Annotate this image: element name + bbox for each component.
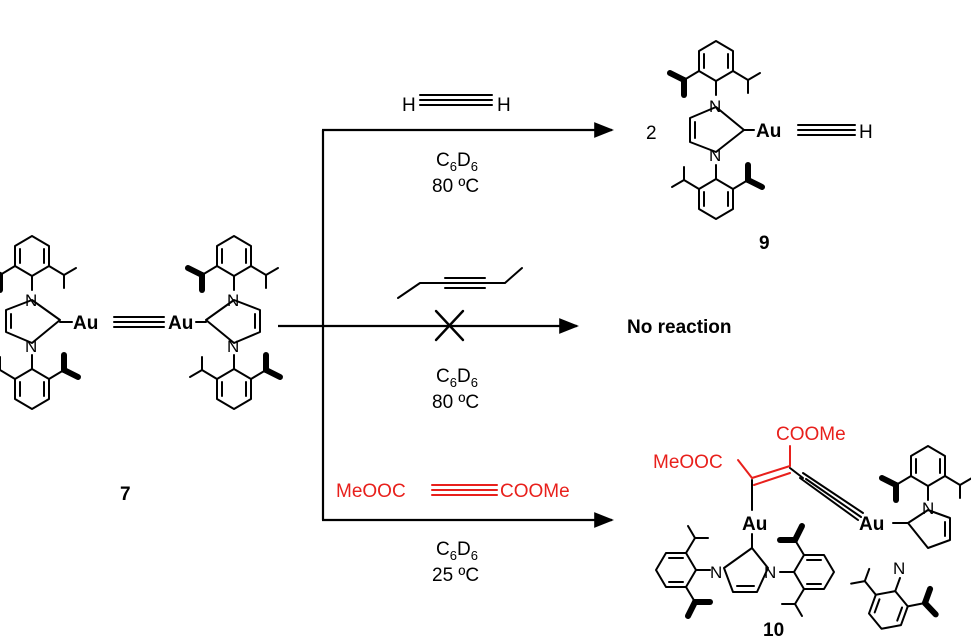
n-atom-label: N xyxy=(227,291,239,310)
temperature-label: 80 ºC xyxy=(432,176,479,197)
n-atom-label: N xyxy=(710,563,722,582)
compound-10: MeOOC COOMe Au Au N N N N xyxy=(653,424,971,640)
compound-number-9: 9 xyxy=(759,233,770,254)
temperature-label: 25 ºC xyxy=(432,565,479,586)
n-atom-label: N xyxy=(709,97,721,116)
solvent-label: C6D6 xyxy=(436,539,478,563)
n-atom-label: N xyxy=(25,337,37,356)
product-ester-top: COOMe xyxy=(776,424,846,445)
bottom-reagent-dmad: MeOOC COOMe xyxy=(336,481,570,502)
au-atom-label: Au xyxy=(73,313,98,334)
compound-number-10: 10 xyxy=(763,620,784,640)
temperature-label: 80 ºC xyxy=(432,392,479,413)
n-atom-label: N xyxy=(764,563,776,582)
reagent-h-right: H xyxy=(497,95,511,116)
n-atom-label: N xyxy=(922,499,934,518)
reagent-h-left: H xyxy=(402,95,416,116)
product-ester-left: MeOOC xyxy=(653,452,723,473)
au-atom-label: Au xyxy=(756,121,781,142)
stoichiometric-coefficient: 2 xyxy=(646,123,657,144)
top-reagent-acetylene: H H xyxy=(402,94,511,116)
reagent-ester-left: MeOOC xyxy=(336,481,406,502)
no-reaction-label: No reaction xyxy=(627,317,732,338)
au-atom-label: Au xyxy=(742,514,767,535)
bottom-conditions: C6D6 25 ºC xyxy=(432,539,479,586)
terminal-h: H xyxy=(859,122,873,143)
compound-number-7: 7 xyxy=(120,484,131,505)
reagent-ester-right: COOMe xyxy=(500,481,570,502)
middle-reagent-hexyne xyxy=(397,267,523,299)
solvent-label: C6D6 xyxy=(436,366,478,390)
n-atom-label: N xyxy=(25,291,37,310)
n-atom-label: N xyxy=(893,559,905,578)
compound-9: 2 N N Au H 9 xyxy=(646,41,873,254)
reaction-arrows xyxy=(278,122,614,528)
middle-conditions: C6D6 80 ºC xyxy=(432,366,479,413)
au-atom-label: Au xyxy=(859,514,884,535)
n-atom-label: N xyxy=(709,146,721,165)
n-atom-label: N xyxy=(227,337,239,356)
solvent-label: C6D6 xyxy=(436,150,478,174)
au-atom-label: Au xyxy=(168,313,193,334)
compound-7: N N N N Au Au 7 xyxy=(0,236,280,505)
top-conditions: C6D6 80 ºC xyxy=(432,150,479,197)
